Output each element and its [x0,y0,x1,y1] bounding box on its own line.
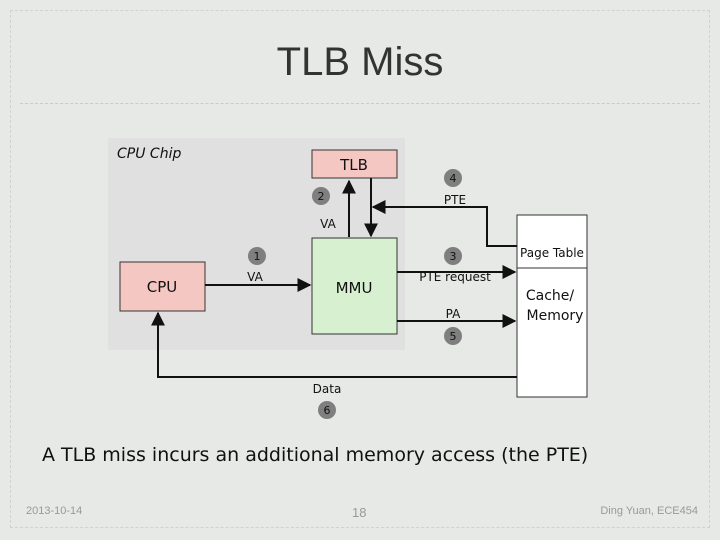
edge-label-data: Data [313,382,342,396]
step-marker-3: 3 [444,247,462,265]
edge-label-pa: PA [446,307,461,321]
svg-text:3: 3 [450,250,457,263]
edge-label-pte-request: PTE request [419,270,491,284]
arrow-data-to-cpu [151,311,517,378]
memory-box [516,214,588,398]
slide-caption: A TLB miss incurs an additional memory a… [42,444,589,466]
step-marker-5: 5 [444,327,462,345]
cpu-label: CPU [147,278,178,296]
mmu-label: MMU [336,279,373,297]
step-marker-2: 2 [312,187,330,205]
arrow-pte-to-tlb [371,200,517,247]
edge-label-va-cpu: VA [247,270,263,284]
svg-text:4: 4 [450,172,457,185]
svg-text:2: 2 [318,190,325,203]
cpu-box [119,261,206,312]
tlb-box [311,149,398,179]
step-marker-4: 4 [444,169,462,187]
tlb-label: TLB [339,156,368,174]
svg-text:5: 5 [450,330,457,343]
svg-text:6: 6 [324,404,331,417]
cpu-chip-label: CPU Chip [117,146,181,162]
footer-author: Ding Yuan, ECE454 [600,505,698,517]
mmu-box [311,237,398,335]
step-marker-6: 6 [318,401,336,419]
footer-date: 2013-10-14 [26,505,83,517]
cache-memory-label-line2: Memory [527,308,584,324]
svg-text:1: 1 [254,250,261,263]
page-table-label: Page Table [520,246,584,260]
slide-title: TLB Miss [276,40,444,84]
slide-frame [10,10,710,528]
footer-page-number: 18 [352,505,367,520]
edge-label-pte: PTE [444,193,466,207]
step-marker-1: 1 [248,247,266,265]
edge-label-va-tlb: VA [320,217,336,231]
title-divider [20,103,700,104]
cache-memory-label-line1: Cache/ [526,288,575,304]
